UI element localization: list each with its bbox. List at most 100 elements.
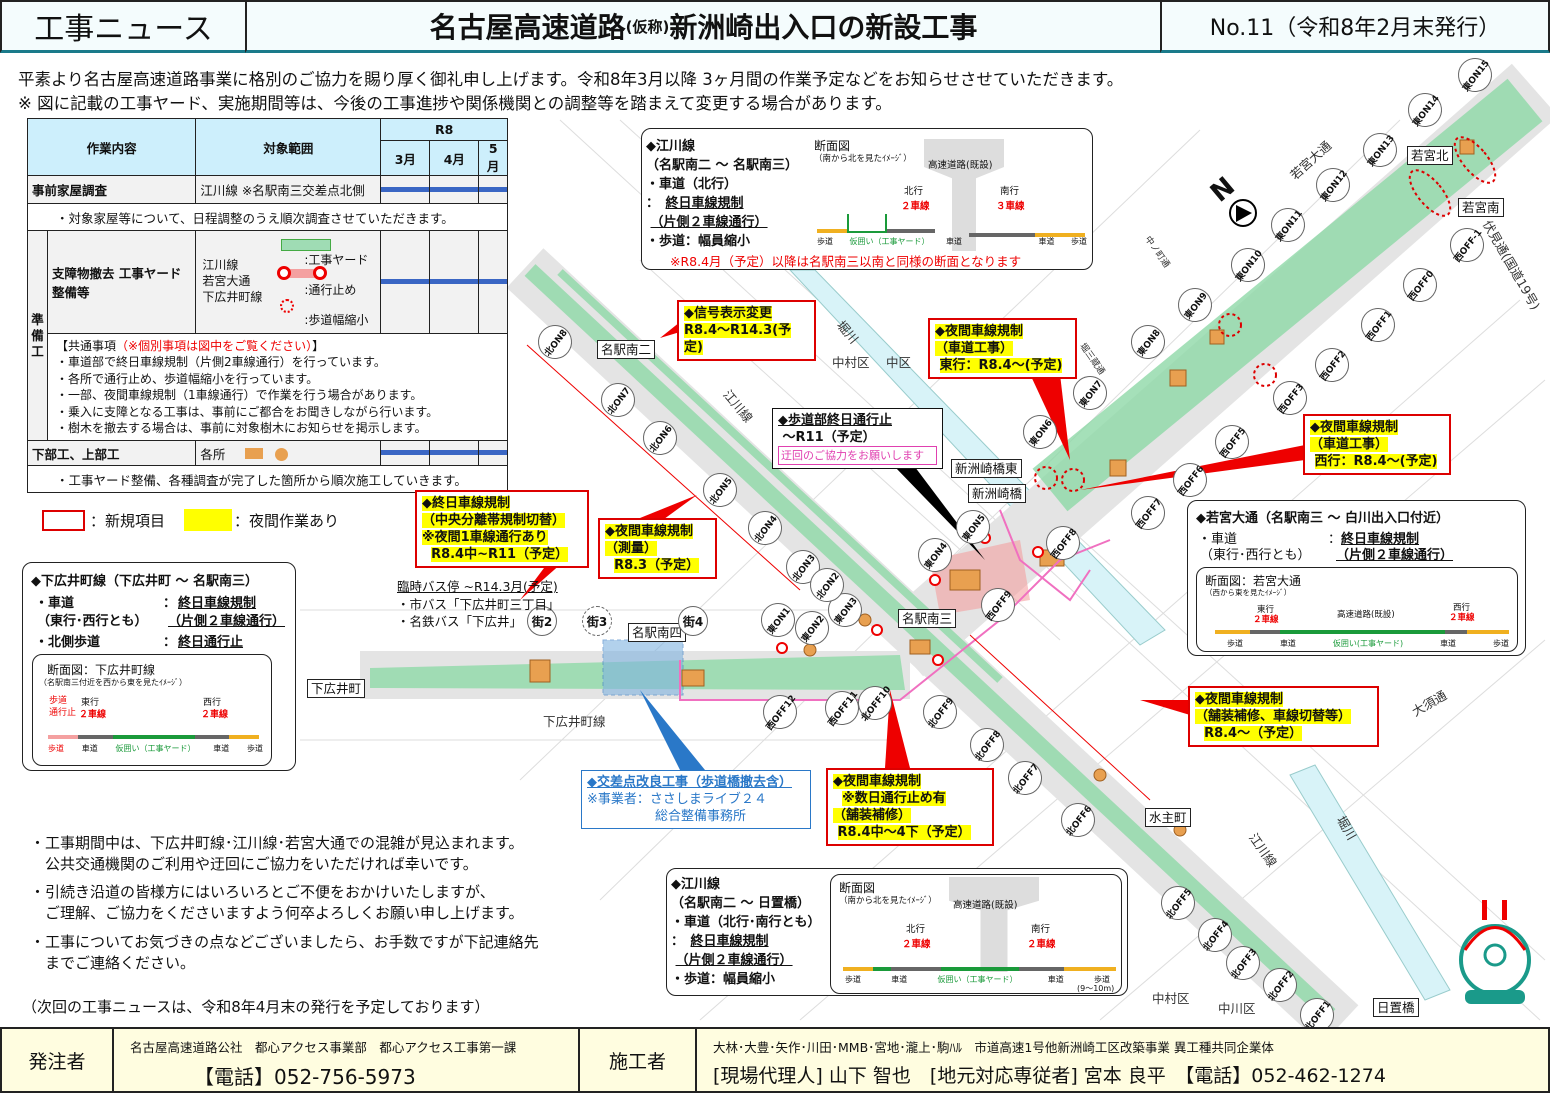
schedule-bar (479, 450, 507, 455)
section-label: 仮囲い（工事ヤード） (849, 237, 930, 246)
contractor-contact: [現場代理人] 山下 智也 [地元対応専従者] 宮本 良平 【電話】052-46… (713, 1065, 1386, 1087)
section-label: 歩道 (817, 237, 833, 246)
section-note: ※R8.4月（予定）以降は名駅南三以南と同様の断面となります (670, 254, 1022, 269)
north-label: 北行 (906, 924, 926, 935)
expressway-pier-icon (949, 877, 1039, 972)
card-title: ◆江川線 (646, 139, 695, 154)
section-sub: （西から東を見たｲﾒｰｼﾞ） (1205, 588, 1292, 597)
ward-label: 中村区 (832, 355, 870, 370)
section-diagram: 断面図：若宮大通 （西から東を見たｲﾒｰｼﾞ） 東行 ２車線 高速道路(既設) … (1196, 567, 1518, 652)
card-text: ・歩道：幅員縮小 (646, 234, 751, 249)
col-year: R8 (380, 118, 508, 141)
callout-line: （中央分離帯規制切替） (422, 513, 566, 528)
card-text: （片側２車線通行） (675, 953, 793, 968)
section-label: 歩道 (48, 744, 64, 753)
section-diagram: 断面図 （南から北を見たｲﾒｰｼﾞ） 高速道路(既設) 北行 ２車線 南行 ２車… (830, 874, 1122, 994)
intersection-improvement-area (602, 639, 684, 696)
card-text: ： (163, 635, 177, 650)
section-sub: （南から北を見たｲﾒｰｼﾞ） (839, 896, 937, 906)
range-line-2 (969, 634, 1151, 801)
callout-line: ◆歩道部終日通行止 (778, 413, 892, 428)
card-text: （片側２車線通行） (168, 614, 286, 629)
callout-line: ◆夜間車線規制 (935, 324, 1023, 339)
west-label: 西行 (1453, 603, 1471, 613)
col-month: 4月 (429, 140, 480, 176)
north-lanes: ２車線 (901, 201, 930, 212)
callout-line: ◆交差点改良工事（歩道橋撤去含） (587, 775, 792, 790)
section-label: 車道 (1279, 639, 1296, 648)
card-text: 終日車線規制 (665, 196, 744, 211)
piece-rect-icon (245, 447, 264, 459)
title-post: 新洲崎出入口の新設工事 (669, 11, 978, 44)
section-label: 歩道 (1227, 639, 1243, 648)
section-label: 車道 (213, 744, 230, 753)
client-phone: 【電話】052-756-5973 (194, 1065, 416, 1089)
common-item: ・一部、夜間車線規制（1車線通行）で作業を行う場合があります。 (56, 388, 423, 402)
notice-line: ・引続き沿道の皆様方にはいろいろとご不便をおかけいたしますが、 (30, 883, 495, 901)
shimohiroi-card: ◆下広井町線（下広井町 ～ 名駅南三） ・車道 （東行･西行とも） ： 終日車線… (22, 562, 296, 771)
place-label: 若宮北 (1407, 146, 1453, 165)
street-marker: 街4 (678, 606, 708, 636)
east-lanes: ２車線 (1253, 615, 1279, 625)
callout-line: 総合整備事務所 (655, 809, 747, 824)
sidewalk-closed: 歩道 通行止 (49, 696, 77, 718)
callout-line: R8.4中～4下（予定） (837, 825, 971, 840)
callout-line: ※事業者：ささしまライブ２４ (587, 792, 767, 807)
callout-night-paving: ◆夜間車線規制 ※数日通行止め有（舗装補修） R8.4中～4下（予定） (826, 768, 994, 846)
page-title: 名古屋高速道路(仮称)新洲崎出入口の新設工事 (245, 0, 1162, 53)
callout-line: （舗装補修） (833, 808, 912, 823)
section-label: 歩道 (1071, 237, 1087, 246)
series-text: 工事ニュース (34, 12, 213, 47)
yard-bar (113, 735, 195, 739)
place-label: 水主町 (1145, 808, 1191, 827)
card-text: （片側２車線通行） (650, 215, 768, 230)
west-label: 西行 (203, 698, 222, 708)
east-label: 東行 (81, 698, 100, 708)
card-text: 終日車線規制 (1341, 532, 1420, 547)
col-month: 3月 (380, 140, 431, 176)
north-label: 北行 (904, 186, 924, 197)
card-text: ・歩道：幅員縮小 (671, 972, 776, 987)
callout-line: R8.3（予定） (614, 558, 700, 573)
piece-circle-icon (275, 447, 289, 461)
card-text: 終日車線規制 (690, 934, 769, 949)
yard-wakamiya (1032, 78, 1543, 512)
contractor-info: 大林･大豊･矢作･川田･MMB･宮地･瀧上･駒ﾊﾙ 市道高速1号他新洲崎工区改築… (695, 1027, 1550, 1093)
section-diagram: 断面図：下広井町線 （名駅南三付近を西から東を見たｲﾒｰｼﾞ） 歩道 通行止 東… (32, 654, 272, 766)
callout-night-paving-switch: ◆夜間車線規制（舗装補修、車線切替等） R8.4～（予定） (1188, 686, 1379, 747)
north-lanes: ２車線 (902, 939, 931, 950)
common-item: ・車道部で終日車線規制（片側2車線通行）を行っています。 (56, 355, 386, 369)
callout-line: ◆夜間車線規制 (833, 774, 921, 789)
callout-line: R8.4～R14.3(予定) (684, 323, 792, 355)
notice-line: ご理解、ご協力をくださいますよう何卒よろしくお願い申し上げます。 (30, 904, 524, 922)
card-text: ・車道 (1198, 532, 1238, 547)
mascot-logo (1459, 900, 1531, 1004)
range-line (526, 344, 801, 591)
temp-bus-stop-title: 臨時バス停 ~R14.3月(予定) (397, 579, 558, 594)
south-lanes: ２車線 (1027, 939, 1056, 950)
work-cell: 事前家屋調査 (26, 175, 197, 204)
place-label: 日置橋 (1373, 998, 1419, 1017)
callout-line: 西行：R8.4～(予定) (1314, 454, 1438, 469)
expressway-label: 高速道路(既設) (1337, 610, 1395, 620)
contractor-label: 施工者 (578, 1027, 697, 1093)
yard-legend-swatch (281, 239, 332, 251)
sidewalk-bar (48, 735, 78, 739)
place-label: 下広井町 (307, 679, 366, 698)
card-title: ◆若宮大通（名駅南三 ～ 白川出入口付近） (1196, 511, 1450, 526)
section-label: 仮囲い（工事ヤード） (115, 744, 196, 753)
row-note: ・対象家屋等について、日程調整のうえ順次調査させていただきます。 (27, 203, 508, 231)
callout-line: R8.4～（予定） (1204, 726, 1303, 741)
east-lanes: ２車線 (79, 710, 107, 720)
wakamiya-card: ◆若宮大通（名駅南三 ～ 白川出入口付近） ・車道 （東行･西行とも） ： 終日… (1187, 500, 1526, 656)
section-sub: （南から北を見たｲﾒｰｼﾞ） (814, 154, 912, 164)
south-lanes: ３車線 (996, 201, 1025, 212)
schedule-bar (479, 279, 507, 284)
card-text: 終日通行止 (178, 635, 244, 650)
place-label: 名駅南二 (597, 340, 656, 359)
ward-label: 中川区 (1218, 1001, 1256, 1016)
callout-night-survey: ◆夜間車線規制（測量） R8.3（予定） (598, 518, 717, 579)
callout-line: （車道工事） (935, 341, 1014, 356)
card-text: （東行･西行とも） (37, 614, 148, 629)
title-kasho: (仮称) (625, 17, 670, 36)
